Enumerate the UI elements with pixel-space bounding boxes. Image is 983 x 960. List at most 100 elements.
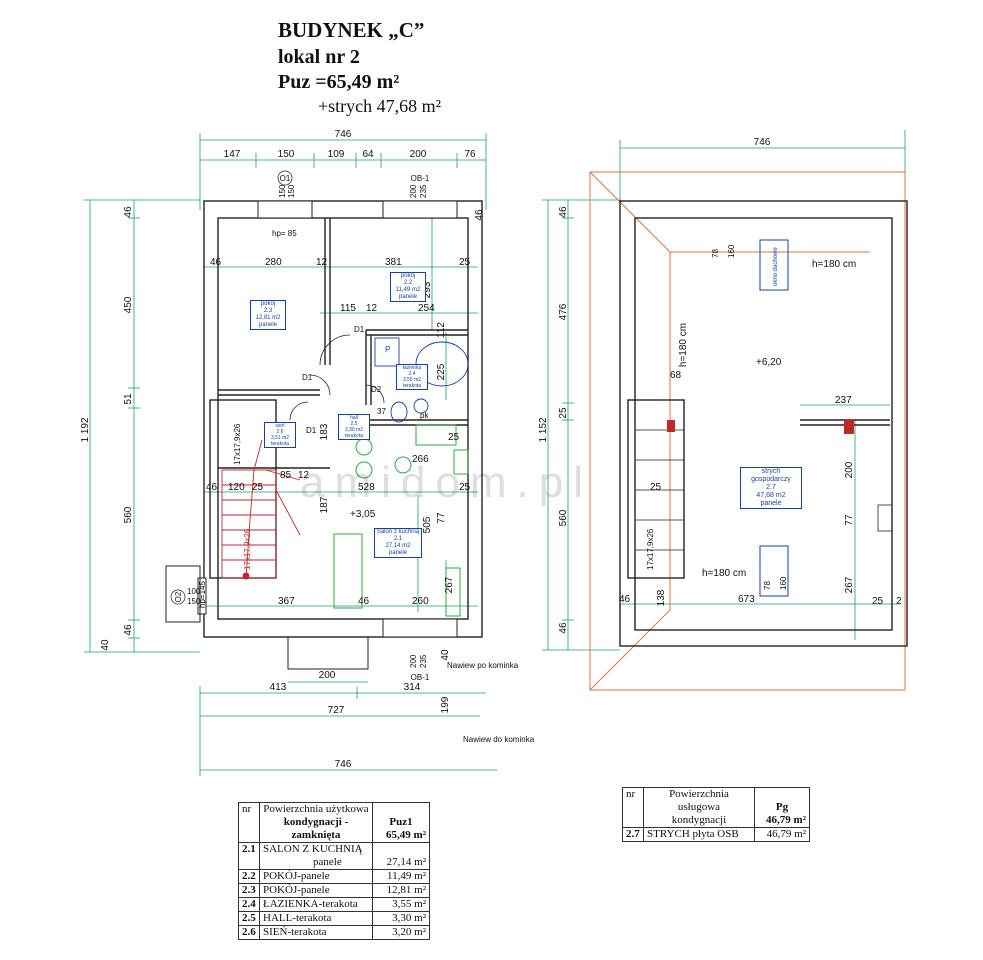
gf-dim-int: 225 [436, 363, 447, 380]
gf-dim-right-1: 46 [474, 209, 485, 221]
room-finish: terakota [270, 441, 290, 447]
gf-dim-left-3: 51 [123, 393, 134, 405]
usable-area-table: nr Powierzchnia użytkowa kondygnacji -za… [238, 802, 430, 940]
table-cell-desc: POKÓJ-panele [259, 869, 373, 884]
gf-dim-int: 25 [448, 432, 460, 443]
room-finish: panele [258, 322, 278, 328]
room-name: pokój [400, 273, 416, 279]
gf-level: +3,05 [350, 509, 376, 520]
table-cell-desc: POKÓJ-panele [259, 883, 373, 898]
gf-dim-int: 260 [412, 596, 429, 607]
attic-chimney-mark [844, 420, 854, 434]
table-cell-nr: 2.7 [622, 827, 644, 842]
table-cell-value: 3,20 m² [372, 925, 430, 940]
gf-window-tag-o1: O1 [280, 174, 291, 183]
gf-dim-int: 293 [422, 281, 433, 298]
gf-stair-label-2: 17x17,9x26 [243, 528, 252, 570]
table-cell-value: 27,14 m² [372, 842, 430, 870]
table-header-desc-2: kondygnacji -zamknięta [283, 816, 349, 841]
room-number: 2.6 [276, 429, 284, 435]
table-row: 2.1 SALON Z KUCHNIĄ panele 27,14 m² [238, 842, 430, 870]
room-label-strych: strych gospodarczy 2.7 47,68 m2 panele [740, 467, 802, 509]
attic-skylight-tag: okno dachowe [773, 247, 779, 286]
gf-dim-int: 187 [319, 496, 330, 513]
gf-dim-left-5: 46 [123, 624, 134, 636]
gf-dim-int: 12 [298, 470, 310, 481]
attic-dim-int: 673 [738, 594, 755, 605]
gf-dim-int: 280 [265, 257, 282, 268]
room-label-sien: sień 2.6 3,51 m2 terakota [264, 422, 296, 448]
gf-window-tag-ob1-2: OB-1 [411, 673, 430, 682]
table-cell-desc: SALON Z KUCHNIĄ panele [259, 842, 373, 870]
table-header-row: nr Powierzchnia użytkowa kondygnacji -za… [238, 802, 430, 843]
room-name: Salon z kuchnią [376, 529, 420, 535]
table-cell-nr: 2.2 [238, 869, 260, 884]
gf-dim-int: 367 [278, 596, 295, 607]
gf-window-dim: 200 [409, 184, 418, 198]
gf-dim-right-2: 199 [440, 696, 451, 713]
room-area: 27,14 m2 [385, 543, 411, 549]
gf-window-dim: 200 [409, 654, 418, 668]
table-cell-nr: 2.3 [238, 883, 260, 898]
gf-fixture-37: 37 [377, 407, 386, 416]
gf-dim-top-4: 64 [362, 149, 374, 160]
gf-dim-top-2: 150 [278, 149, 295, 160]
attic-skylight-dim: 78 [711, 249, 720, 258]
gf-window-dim: 100 [187, 587, 201, 596]
gf-dim-int: 381 [385, 257, 402, 268]
gf-dim-int: 12 [316, 257, 328, 268]
attic-skylight-dim: 160 [779, 576, 788, 590]
table-header-desc-1: Powierzchnia użytkowa [263, 803, 369, 815]
room-name: sień [275, 423, 285, 429]
attic-dim-int: 200 [844, 461, 855, 478]
gf-dim-int: 528 [358, 482, 375, 493]
service-area-table: nr Powierzchnia usługowa kondygnacji Pg … [622, 787, 810, 842]
table-row: 2.6 SIEŃ-terakota 3,20 m² [238, 925, 430, 940]
table-cell-value: 3,30 m² [372, 911, 430, 926]
attic-stair-mark [667, 420, 675, 432]
room-area: 47,68 m2 [756, 492, 786, 499]
gf-dim-int: 46 [210, 257, 222, 268]
gf-dim-int: 77 [436, 512, 447, 524]
gf-dim-int: 12 [366, 303, 378, 314]
gf-dim-left-2: 450 [123, 296, 134, 313]
room-number: 2.3 [263, 308, 273, 314]
attic-skylight-dim: 160 [727, 244, 736, 258]
gf-dim-int: 85 [280, 470, 292, 481]
table-cell-nr: 2.4 [238, 897, 260, 912]
room-number: 2.2 [403, 280, 413, 286]
gf-door-tag: D2 [371, 385, 382, 394]
table-cell-desc: HALL-terakota [259, 911, 373, 926]
attic-height-label: h=180 cm [678, 323, 689, 367]
table-row: 2.2 POKÓJ-panele 11,49 m² [238, 869, 430, 884]
attic-skylight-dim: 78 [763, 581, 772, 590]
attic-area: +strych 47,68 m² [318, 96, 442, 116]
room-finish: terakota [402, 383, 422, 389]
table-cell-desc: ŁAZIENKA-terakota [259, 897, 373, 912]
room-label-pokoj-2-2: pokój 2.2 11,49 m2 panele [390, 272, 426, 302]
table-cell-desc: STRYCH płyta OSB [643, 827, 755, 842]
gf-dim-int: 25 [459, 482, 471, 493]
gf-dim-int: 115 [340, 303, 356, 314]
table-header-col: Puz1 [389, 816, 413, 828]
gf-window-tag-o2: O2 [174, 591, 183, 602]
gf-window-dim: 150 [278, 184, 287, 198]
gf-dim-int: 46 [358, 596, 370, 607]
gf-window-dim: 235 [419, 184, 428, 198]
attic-dim-int: 77 [844, 514, 855, 526]
table-header-value: Puz1 65,49 m² [372, 802, 430, 843]
room-finish: panele [388, 550, 408, 556]
gf-dim-total-top: 746 [335, 129, 352, 140]
gf-note-fireplace-1: Nawiew po kominka [447, 661, 519, 670]
attic-dim-left: 25 [558, 407, 569, 419]
attic-height-label: h=180 cm [812, 259, 856, 270]
room-area: 3,30 m2 [344, 427, 364, 433]
table-header-desc-1: Powierzchnia usługowa [669, 788, 729, 813]
gf-note-fireplace-2: Nawiew do kominka [463, 735, 535, 744]
gf-dim-top-3: 109 [328, 149, 345, 160]
gf-dim-int: 25 [252, 482, 264, 493]
room-label-lazienka: łazienka 2.4 3,55 m2 terakota [396, 364, 428, 390]
table-row: 2.3 POKÓJ-panele 12,81 m² [238, 883, 430, 898]
